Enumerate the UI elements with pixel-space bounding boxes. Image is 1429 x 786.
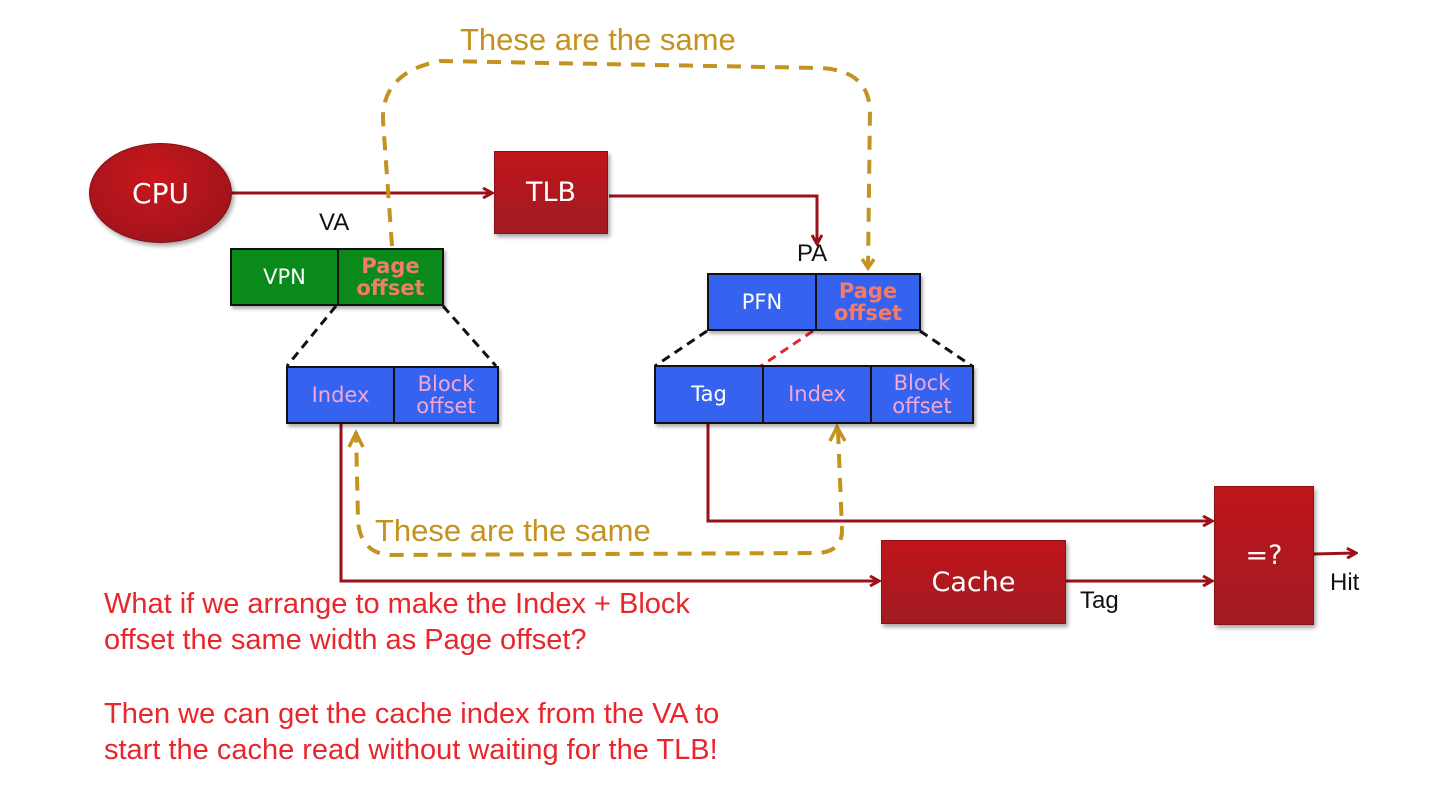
expand-pa-mid [760, 329, 814, 368]
va-label: VA [319, 209, 350, 236]
wire-tlb-to-pa [609, 194, 817, 244]
compare-node: =? [1214, 486, 1314, 625]
cpu-node: CPU [89, 143, 232, 243]
wire-compare-to-hit [1313, 553, 1356, 554]
va-index-cell: Index [288, 368, 393, 422]
expand-va-left [285, 305, 338, 367]
explanation-line-2: offset the same width as Page offset? [104, 624, 587, 656]
explanation-paragraph-1: What if we arrange to make the Index + B… [104, 586, 690, 658]
explanation-paragraph-2: Then we can get the cache index from the… [104, 696, 719, 768]
same-loop-bottom [354, 429, 845, 558]
compare-label: =? [1245, 540, 1283, 571]
annotation-bottom: These are the same [375, 513, 651, 548]
expand-pa-right [919, 329, 973, 368]
cache-tag-output-label: Tag [1080, 587, 1119, 614]
pa-tag-cell: Tag [656, 367, 762, 422]
wire-tag-to-compare [706, 424, 1212, 521]
hit-label: Hit [1330, 569, 1360, 596]
tlb-label: TLB [525, 177, 577, 208]
cache-node: Cache [881, 540, 1066, 624]
same-loop-bottom-arrow-right [828, 423, 847, 442]
cpu-label: CPU [132, 176, 189, 210]
pa-label: PA [797, 240, 828, 267]
annotation-top: These are the same [460, 22, 736, 57]
explanation-line-3: Then we can get the cache index from the… [104, 698, 720, 730]
expand-va-right [441, 305, 498, 367]
same-loop-top [380, 58, 870, 268]
wire-index-to-cache [339, 424, 879, 581]
cache-label: Cache [931, 566, 1016, 598]
same-loop-bottom-arrow-left [347, 429, 365, 448]
pa-pfn-cell: PFN [709, 275, 815, 329]
expand-pa-left [654, 329, 708, 368]
explanation-line-4: start the cache read without waiting for… [104, 734, 718, 766]
pa-index-cell: Index [762, 367, 870, 422]
explanation-line-1: What if we arrange to make the Index + B… [104, 588, 690, 620]
tlb-node: TLB [494, 151, 608, 234]
va-vpn-cell: VPN [232, 250, 337, 304]
